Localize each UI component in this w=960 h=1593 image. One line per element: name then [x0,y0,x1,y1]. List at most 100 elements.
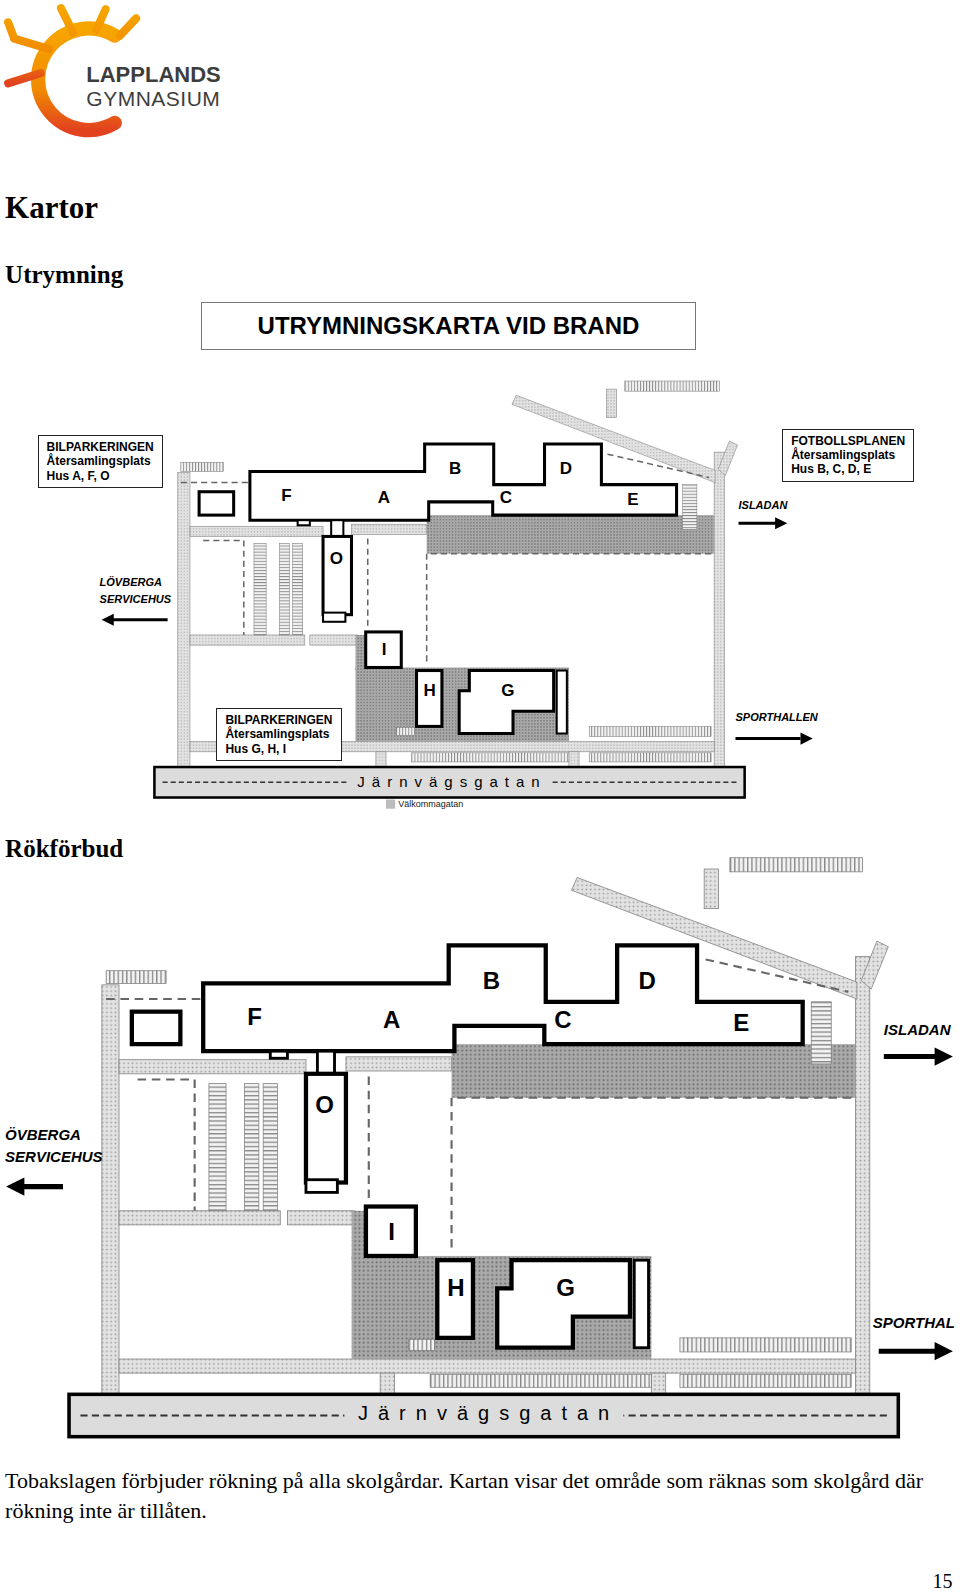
road [351,524,426,534]
yard [427,515,714,554]
box-text: Återsamlingsplats [47,454,154,468]
road [718,441,737,476]
street-name: Järnvägsgatan [347,774,550,791]
direction-label: SPORTHAL [873,1314,955,1331]
map-title-box: UTRYMNINGSKARTA VID BRAND [201,302,696,351]
dashed-line [181,482,249,484]
direction-label: ISLADAN [884,1021,951,1038]
street-name: Järnvägsgatan [344,1402,623,1425]
road [178,472,190,767]
roads [178,389,738,767]
building-letter: D [560,460,572,480]
assembly-point-box: BILPARKERINGENÅtersamlingsplatsHus G, H,… [216,708,341,761]
road [376,752,386,767]
campus-base-map [154,381,744,798]
arrow-line [884,1054,937,1059]
arrow-head [935,1342,953,1360]
direction-label: LÖVBERGA [100,576,162,589]
road [714,452,724,767]
box-text: BILPARKERINGEN [47,440,154,454]
building-letter: H [447,1275,464,1303]
building-letter: H [424,681,436,701]
parking-row [625,381,719,391]
box-text: Hus B, C, D, E [791,462,905,476]
building-letter: O [315,1091,334,1119]
direction-label: ÖVBERGA [5,1126,81,1143]
building [323,536,351,614]
building [366,632,402,668]
smoke-free-map [69,858,898,1437]
parking-row [396,727,414,735]
direction-label: SERVICEHUS [100,593,172,606]
arrow-line [22,1184,63,1189]
street [154,767,744,797]
parking-row [293,544,303,635]
building-letter: C [554,1006,571,1034]
direction-label: SPORTHALLEN [736,711,818,724]
logo-text: GYMNASIUM [86,87,220,111]
box-text: UTRYMNINGSKARTA VID BRAND [258,312,640,340]
road [310,635,358,645]
building [323,613,345,622]
building-letter: F [247,1004,262,1032]
page-heading: Kartor [5,190,98,226]
building-letter: A [378,488,390,508]
box-text: Återsamlingsplats [225,727,332,741]
logo-text: LAPPLANDS [86,62,220,87]
direction-label: ISLADAN [739,499,788,512]
building [199,492,234,515]
road [569,752,579,767]
direction-arrows [6,517,953,1360]
box-text: FOTBOLLSPLANEN [791,434,905,448]
page-number: 15 [933,1570,953,1593]
dashed-line [427,554,711,666]
building [459,671,553,734]
section-heading: Rökförbud [5,835,123,864]
building-letter: D [638,967,655,995]
building-letter: A [383,1006,400,1034]
parking-row [589,726,711,736]
building [250,444,677,520]
building-letter: F [281,486,291,506]
parking [181,381,719,762]
arrow-line [735,737,800,740]
dashed-line [203,541,244,635]
parking-row [683,485,697,530]
building-letter: C [500,488,512,508]
dashed-line [367,538,369,629]
schoolyard-areas [356,515,715,742]
building-letter: B [449,460,461,480]
box-text: Återsamlingsplats [791,448,905,462]
building-letter: G [556,1275,575,1303]
yard [356,667,569,741]
parking-row [254,544,266,635]
building-letter: E [733,1009,749,1037]
building [298,520,310,525]
caption-text: Tobakslagen förbjuder rökning på alla sk… [5,1466,955,1526]
building-letter: G [501,681,514,701]
parking-row [589,753,711,762]
arrow-line [739,522,778,525]
assembly-point-box: FOTBOLLSPLANENÅtersamlingsplatsHus B, C,… [782,429,914,482]
direction-label: SERVICEHUS [5,1148,103,1165]
parking-row [411,753,568,762]
building-letter: E [627,490,638,510]
road [190,635,305,645]
building-letter: B [483,967,500,995]
street-band [154,767,744,797]
parking-row [279,544,289,635]
arrow-head [801,733,813,745]
section-heading: Utrymning [5,261,123,290]
arrow-head [935,1047,953,1065]
building [331,520,343,536]
arrow-line [112,618,168,621]
building-letter: O [330,549,343,569]
arrow-head [775,517,787,529]
assembly-point-box: BILPARKERINGENÅtersamlingsplatsHus A, F,… [38,435,163,488]
arrow-head [6,1177,24,1195]
building [417,671,442,727]
road [190,526,323,536]
road [606,389,616,417]
